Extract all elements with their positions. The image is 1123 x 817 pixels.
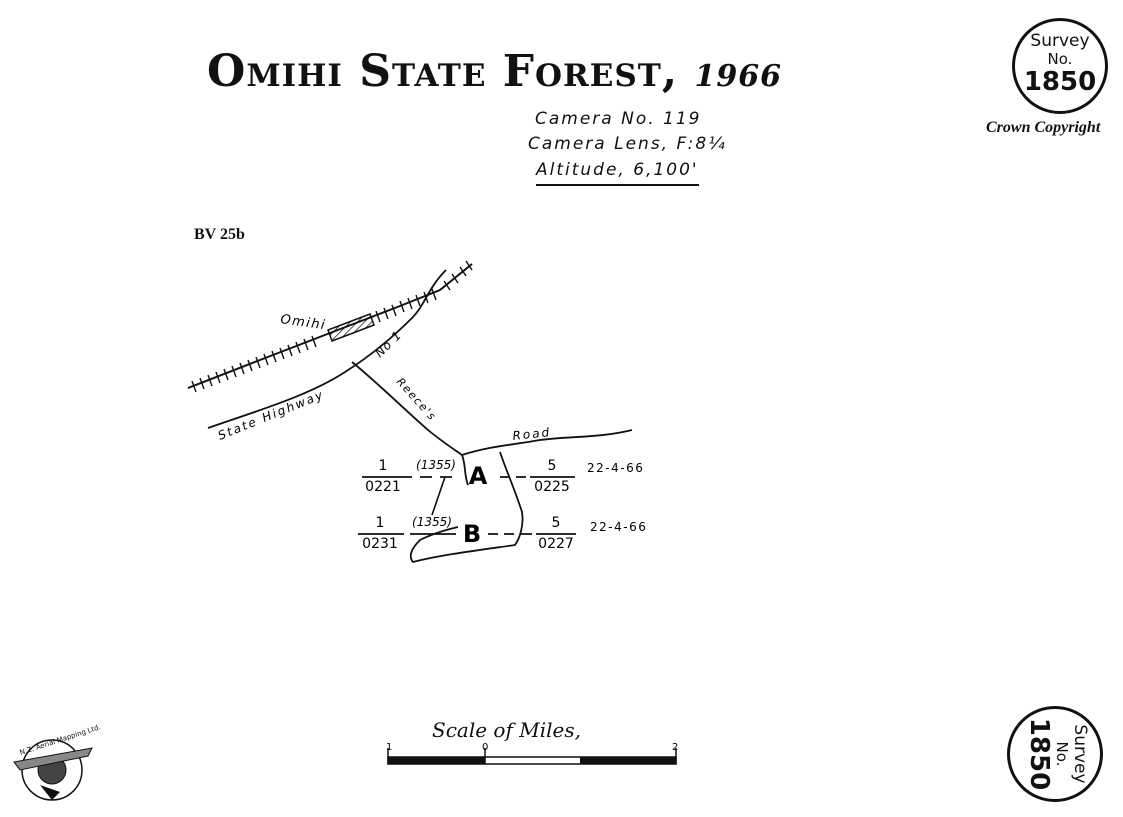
run-b-letter: B xyxy=(463,520,481,548)
map-title: Omihi State Forest, 1966 xyxy=(207,46,782,97)
railway-line xyxy=(187,263,473,389)
seal-line-1: Survey xyxy=(1030,31,1090,51)
run-b-right-num: 5 xyxy=(552,515,561,531)
run-b-right-den: 0227 xyxy=(538,536,574,552)
scale-tick-0: 0 xyxy=(482,742,488,753)
survey-seal: Survey No. 1850 xyxy=(1012,18,1108,114)
seal-number: 1850 xyxy=(1023,67,1097,97)
run-a-letter: A xyxy=(469,462,488,490)
run-a-date: 22-4-66 xyxy=(587,461,644,475)
scale-bar: 1 0 2 xyxy=(386,742,678,765)
camera-lens: Camera Lens, F:8¼ xyxy=(528,134,727,154)
run-b-left-den: 0231 xyxy=(362,536,398,552)
scale-title: Scale of Miles, xyxy=(432,718,581,742)
run-b-date: 22-4-66 xyxy=(590,520,647,534)
run-a-left-num: 1 xyxy=(379,458,388,474)
scale-tick-2: 2 xyxy=(672,742,678,753)
state-highway xyxy=(207,269,447,429)
highway-label: State Highway xyxy=(216,387,326,442)
run-b-left-num: 1 xyxy=(376,515,385,531)
run-a-right-den: 0225 xyxy=(534,479,570,495)
title-text: Omihi State Forest, xyxy=(207,46,679,97)
sheet-reference: BV 25b xyxy=(194,226,245,243)
run-a-right-num: 5 xyxy=(548,458,557,474)
reeces-road xyxy=(351,361,463,456)
omihi-settlement xyxy=(327,313,375,342)
survey-seal-rotated: Survey No. 1850 xyxy=(1007,706,1103,802)
seal-line-2: No. xyxy=(1047,50,1073,68)
run-a-left-den: 0221 xyxy=(365,479,401,495)
run-a-mid: (1355) xyxy=(416,458,456,472)
road-label: Road xyxy=(512,425,552,443)
run-b-mid: (1355) xyxy=(412,515,452,529)
forest-boundary xyxy=(409,451,524,564)
omihi-label: Omihi xyxy=(279,312,327,333)
camera-number: Camera No. 119 xyxy=(535,109,702,129)
aerial-mapping-logo xyxy=(13,739,93,801)
highway-number-label: No 1 xyxy=(372,328,404,360)
title-year: 1966 xyxy=(694,59,783,94)
reeces-label: Reece's xyxy=(394,375,439,423)
crown-copyright: Crown Copyright xyxy=(986,119,1101,136)
altitude: Altitude, 6,100' xyxy=(536,160,699,186)
scale-tick-1: 1 xyxy=(386,742,392,753)
boundary-connector xyxy=(431,476,446,516)
railway-ties xyxy=(191,260,473,393)
road-east xyxy=(461,429,633,456)
